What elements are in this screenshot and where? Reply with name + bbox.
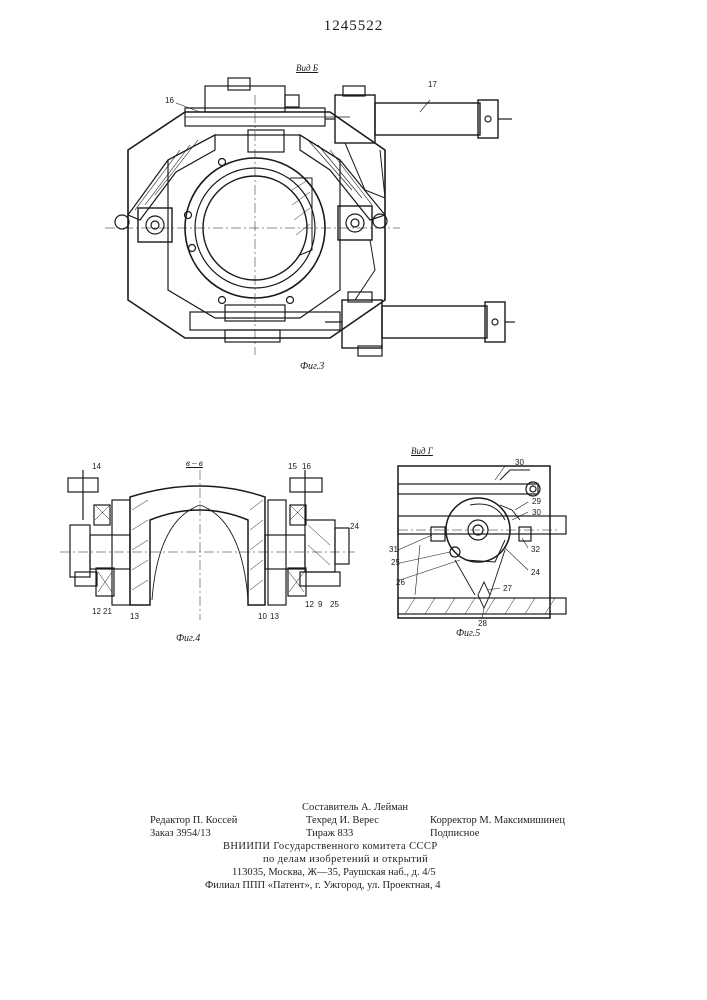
imprint-order: Заказ 3954/13 bbox=[150, 827, 211, 840]
imprint-branch: Филиал ППП «Патент», г. Ужгород, ул. Про… bbox=[205, 879, 440, 892]
imprint-circulation: Тираж 833 bbox=[306, 827, 353, 840]
imprint-compiler: Составитель А. Лейман bbox=[302, 801, 408, 814]
imprint-subscription: Подписное bbox=[430, 827, 479, 840]
imprint-corrector: Корректор М. Максимишинец bbox=[430, 814, 565, 827]
imprint-editor: Редактор П. Коссей bbox=[150, 814, 237, 827]
imprint-org-line1: ВНИИПИ Государственного комитета СССР bbox=[223, 840, 438, 853]
imprint-org-line2: по делам изобретений и открытий bbox=[263, 853, 428, 866]
imprint-address: 113035, Москва, Ж—35, Раушская наб., д. … bbox=[232, 866, 436, 879]
imprint-techred: Техред И. Верес bbox=[306, 814, 379, 827]
